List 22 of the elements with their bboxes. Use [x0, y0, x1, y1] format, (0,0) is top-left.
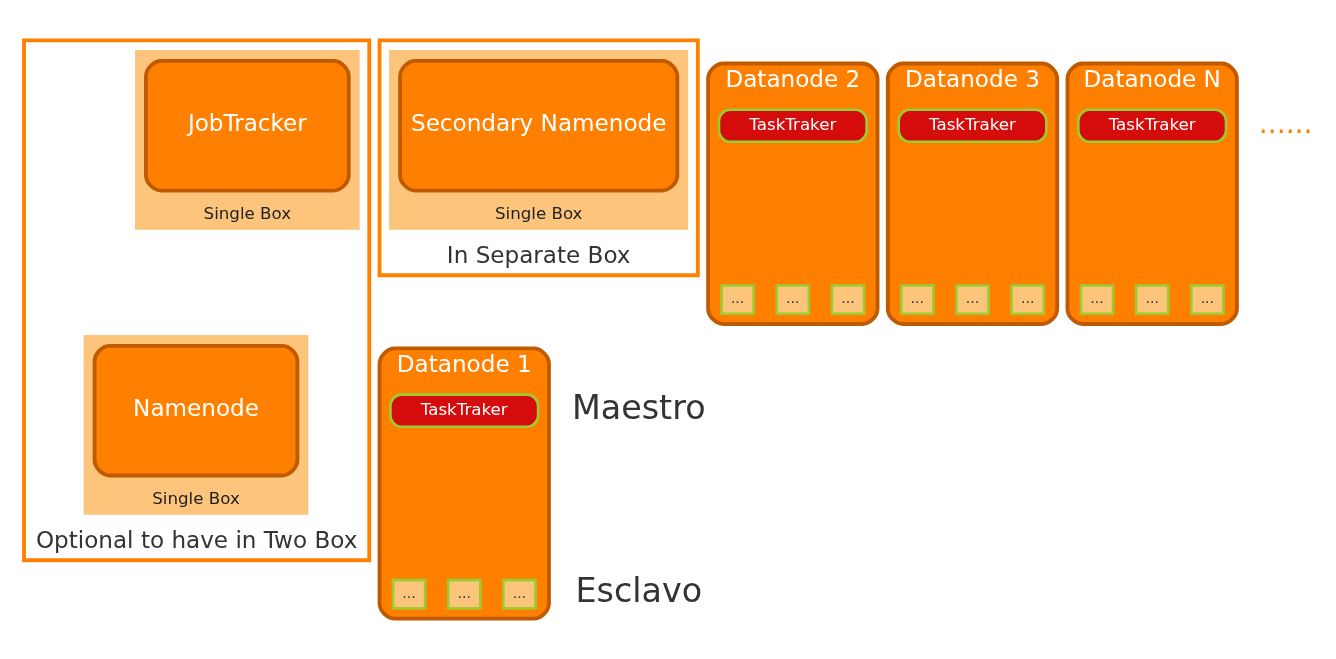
node-box: Secondary Namenode [398, 59, 680, 193]
node-box: ... [955, 284, 990, 316]
node-box: ... [775, 284, 811, 316]
node-box: TaskTraker [717, 108, 868, 144]
node-box: ... [1134, 284, 1170, 316]
node-box: ... [830, 284, 866, 316]
node-box: TaskTraker [897, 108, 1048, 144]
label: Maestro [572, 387, 706, 427]
node-box: Namenode [92, 343, 300, 478]
node-box: ... [502, 578, 537, 610]
node-box: ... [900, 284, 935, 316]
node-box: JobTracker [144, 59, 351, 193]
node-box: ... [1190, 284, 1225, 316]
node-box: ... [446, 578, 482, 610]
node-box: ... [1079, 284, 1115, 316]
label: Esclavo [575, 571, 703, 611]
node-box: TaskTraker [389, 393, 540, 428]
node-box: ... [391, 578, 427, 610]
node-box: TaskTraker [1077, 108, 1228, 144]
node-box: ... [1010, 284, 1045, 316]
label: ...... [1258, 106, 1313, 140]
node-box: ... [720, 284, 755, 316]
